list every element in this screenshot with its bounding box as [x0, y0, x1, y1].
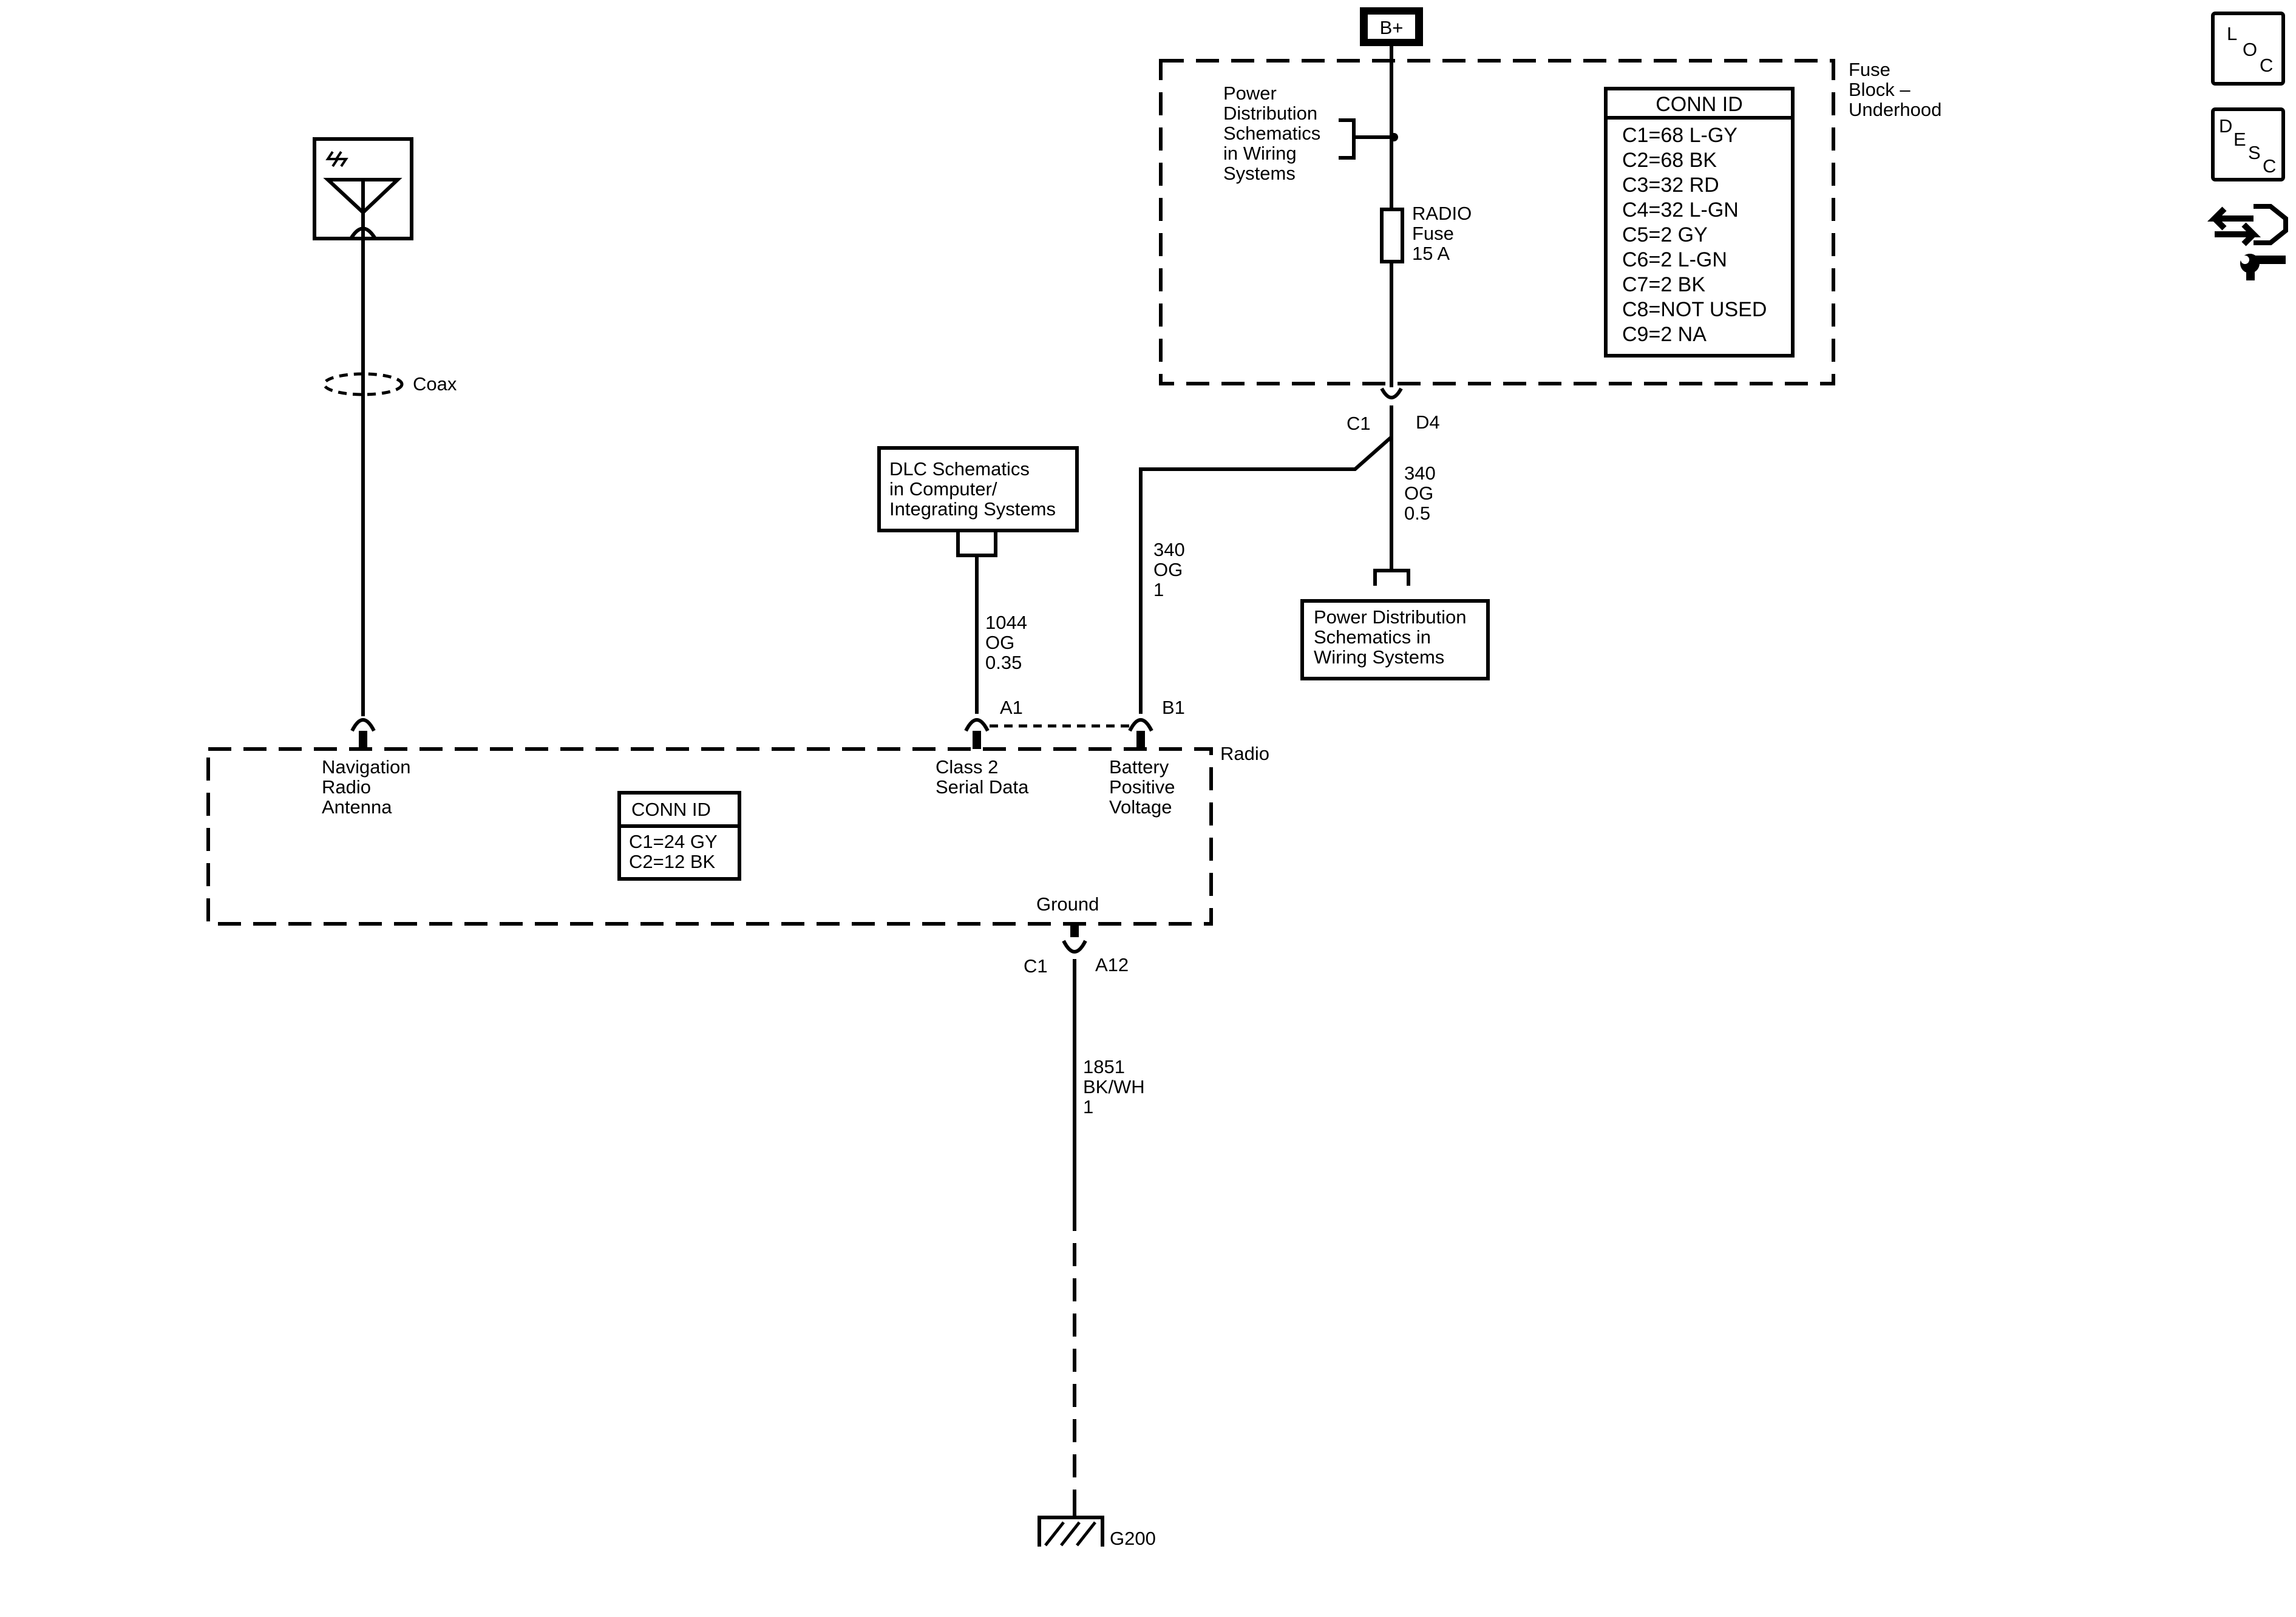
battery-positive-voltage-label: Battery Positive Voltage: [1109, 756, 1180, 818]
svg-text:D: D: [2219, 115, 2232, 137]
svg-text:Power Distribution Schem: Power Distribution Schematics in Wiring …: [1314, 606, 1472, 668]
navigation-antenna-symbol: [313, 137, 413, 240]
fuse-conn-id-row: C1=68 L-GY: [1622, 124, 1737, 147]
battery-positive-label: B+: [1380, 17, 1404, 38]
fuse-conn-id-row: C2=68 BK: [1622, 149, 1717, 172]
radio-conn-id-title: CONN ID: [631, 799, 711, 820]
pd-note-label: Power Distribution Schematics in Wiring …: [1223, 83, 1326, 184]
radio-pin-a1-connector: [964, 718, 990, 732]
svg-text:DLC Schematics in Comput: DLC Schematics in Computer/ Integrating …: [889, 458, 1056, 520]
connector-repair-button[interactable]: [2207, 204, 2288, 280]
wire-1044-label: 1044 OG 0.35: [985, 612, 1033, 673]
fuse-block-c1-connector: [1380, 387, 1403, 399]
wire-340-to-radio: [1139, 405, 1393, 714]
svg-text:E: E: [2233, 129, 2246, 150]
fuse-conn-id-row: C7=2 BK: [1622, 273, 1705, 296]
wire-340-og-05-label: 340 OG 0.5: [1404, 463, 1441, 524]
fuse-block-connector-label: C1: [1347, 413, 1371, 434]
svg-text:L: L: [2227, 23, 2237, 44]
svg-text:S: S: [2248, 142, 2261, 163]
pd-note-bracket: [1339, 118, 1394, 160]
navigation-antenna-label: Navigation Radio Antenna: [322, 756, 416, 818]
radio-pin-b1-connector: [1128, 718, 1153, 732]
battery-positive-source: B+: [1360, 7, 1423, 46]
fuse-block-outline: [1159, 59, 1835, 385]
radio-ground-connector-label: C1: [1024, 955, 1048, 977]
fuse-conn-id-title: CONN ID: [1656, 93, 1743, 116]
ground-g200-label: G200: [1110, 1528, 1156, 1549]
radio-ground-label: Ground: [1036, 893, 1099, 915]
wire-1851-label: 1851 BK/WH 1: [1083, 1056, 1150, 1117]
pd-ref-connector: [1373, 569, 1410, 586]
svg-text:C: C: [2263, 155, 2276, 177]
coax-label: Coax: [413, 373, 457, 395]
fuse-conn-id-row: C6=2 L-GN: [1622, 248, 1727, 271]
radio-fuse-symbol: [1380, 208, 1404, 263]
fuse-block-label: Fuse Block – Underhood: [1849, 59, 1941, 120]
radio-pin-b1-label: B1: [1162, 697, 1185, 718]
fuse-conn-id-row: C5=2 GY: [1622, 223, 1708, 246]
coax-shield-symbol: [322, 372, 404, 396]
fuse-conn-id-row: C4=32 L-GN: [1622, 198, 1739, 222]
radio-conn-id-c2: C2=12 BK: [629, 851, 716, 872]
radio-ground-pin-label: A12: [1095, 954, 1129, 975]
wire-340-og-1-label: 340 OG 1: [1153, 539, 1190, 600]
radio-fuse-label: RADIO Fuse 15 A: [1412, 203, 1477, 264]
fuse-block-pin-label: D4: [1416, 412, 1440, 433]
svg-text:C: C: [2260, 55, 2273, 76]
ground-pin-stub: [1070, 924, 1079, 937]
dlc-schematics-ref-box[interactable]: DLC Schematics in Computer/ Integrating …: [877, 446, 1079, 532]
description-button[interactable]: D E S C: [2211, 107, 2285, 181]
radio-outline: [206, 747, 1213, 926]
antenna-pin-stub: [359, 731, 367, 749]
antenna-connector: [350, 718, 376, 732]
dlc-ref-connector: [956, 531, 997, 557]
radio-conn-id-table: CONN ID C1=24 GY C2=12 BK: [617, 791, 741, 881]
radio-name: Radio: [1220, 743, 1269, 764]
class2-serial-data-label: Class 2 Serial Data: [936, 756, 1029, 798]
svg-text:O: O: [2243, 39, 2257, 60]
radio-pin-b1-stub: [1136, 731, 1145, 749]
ground-g200-symbol: [1038, 1510, 1104, 1547]
radio-pin-a1-label: A1: [1000, 697, 1023, 718]
fuse-conn-id-row: C8=NOT USED: [1622, 298, 1767, 321]
fuse-conn-id-row: C9=2 NA: [1622, 323, 1707, 346]
radio-ground-connector: [1062, 940, 1087, 954]
fuse-conn-id-row: C3=32 RD: [1622, 174, 1719, 197]
radio-conn-id-c1: C1=24 GY: [629, 831, 718, 852]
radio-pin-a1-stub: [973, 731, 981, 749]
connector-repair-icon: [2207, 204, 2288, 280]
power-distribution-ref-box[interactable]: Power Distribution Schematics in Wiring …: [1300, 599, 1490, 680]
location-button[interactable]: L O C: [2211, 12, 2285, 86]
